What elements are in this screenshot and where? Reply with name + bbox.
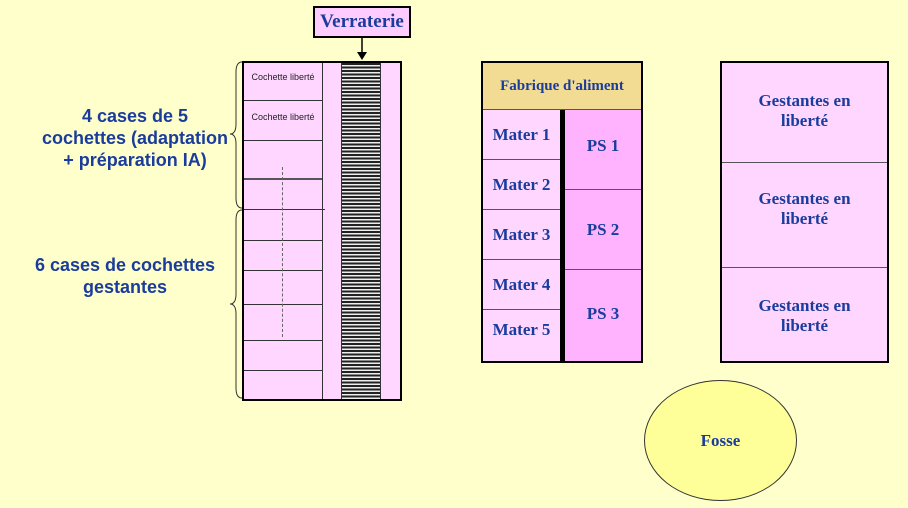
gestantes-1: Gestantes en liberté xyxy=(722,63,887,163)
maternity-building: Fabrique d'aliment Mater 1 Mater 2 Mater… xyxy=(481,61,643,363)
fosse: Fosse xyxy=(644,380,797,501)
gestantes-2: Gestantes en liberté xyxy=(722,163,887,268)
pen-cochette-2: Cochette liberté xyxy=(251,112,315,122)
label-gestation-pens: 6 cases de cochettes gestantes xyxy=(34,255,216,297)
label-adaptation-pens: 4 cases de 5 cochettes (adaptation + pré… xyxy=(41,106,229,170)
mater-4: Mater 4 xyxy=(483,260,560,310)
brace-top-icon xyxy=(229,61,243,209)
gestantes-3: Gestantes en liberté xyxy=(758,296,851,335)
fabrique-aliment: Fabrique d'aliment xyxy=(483,63,641,110)
brace-bottom-icon xyxy=(229,209,243,399)
ps-2: PS 2 xyxy=(565,190,641,270)
pen-cochette-1: Cochette liberté xyxy=(251,72,315,82)
verraterie-box: Verraterie xyxy=(313,6,411,38)
mater-3: Mater 3 xyxy=(483,210,560,260)
arrow-down-icon xyxy=(357,38,367,60)
ps-1: PS 1 xyxy=(565,110,641,190)
ps-3: PS 3 xyxy=(586,304,620,323)
mater-5: Mater 5 xyxy=(492,320,551,339)
mater-1: Mater 1 xyxy=(483,110,560,160)
corridor-stripes xyxy=(341,63,381,399)
mater-2: Mater 2 xyxy=(483,160,560,210)
gestantes-building: Gestantes en liberté Gestantes en libert… xyxy=(720,61,889,363)
cochettes-building: Cochette liberté Cochette liberté xyxy=(242,61,402,401)
brace-icons xyxy=(229,61,243,399)
